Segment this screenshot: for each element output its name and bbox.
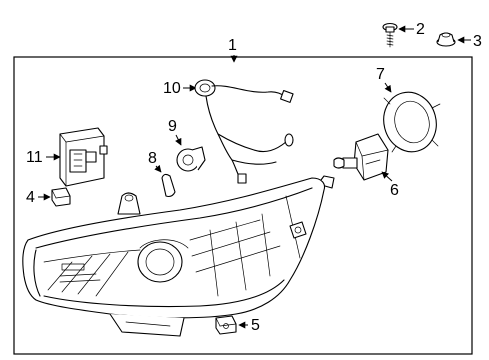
callout-1: 1 bbox=[228, 37, 238, 63]
callout-10-label: 10 bbox=[163, 80, 181, 97]
part-9-socket: 9 bbox=[168, 118, 206, 172]
assembly-frame bbox=[13, 56, 473, 355]
callout-7-label: 7 bbox=[376, 66, 385, 83]
part-2-screw: 2 bbox=[382, 21, 425, 48]
part-3-nut: 3 bbox=[436, 32, 482, 50]
callout-1-label: 1 bbox=[228, 37, 237, 54]
part-8-bulb: 8 bbox=[148, 150, 176, 198]
callout-9-label: 9 bbox=[168, 118, 177, 135]
callout-3-label: 3 bbox=[473, 33, 482, 50]
callout-2-label: 2 bbox=[416, 21, 425, 38]
part-1-headlamp bbox=[22, 175, 335, 337]
callout-6-label: 6 bbox=[390, 182, 399, 199]
callout-5-label: 5 bbox=[251, 317, 260, 334]
part-6-hid-bulb: 6 bbox=[333, 133, 399, 199]
part-11-module: 11 bbox=[26, 127, 108, 187]
part-4-bracket: 4 bbox=[26, 187, 71, 207]
callout-11-label: 11 bbox=[26, 149, 43, 166]
callout-8-label: 8 bbox=[148, 150, 157, 167]
part-5-bracket: 5 bbox=[215, 315, 260, 335]
callout-4-label: 4 bbox=[26, 189, 35, 206]
part-7-ring: 7 bbox=[376, 66, 441, 153]
part-10-harness: 10 bbox=[163, 79, 294, 184]
